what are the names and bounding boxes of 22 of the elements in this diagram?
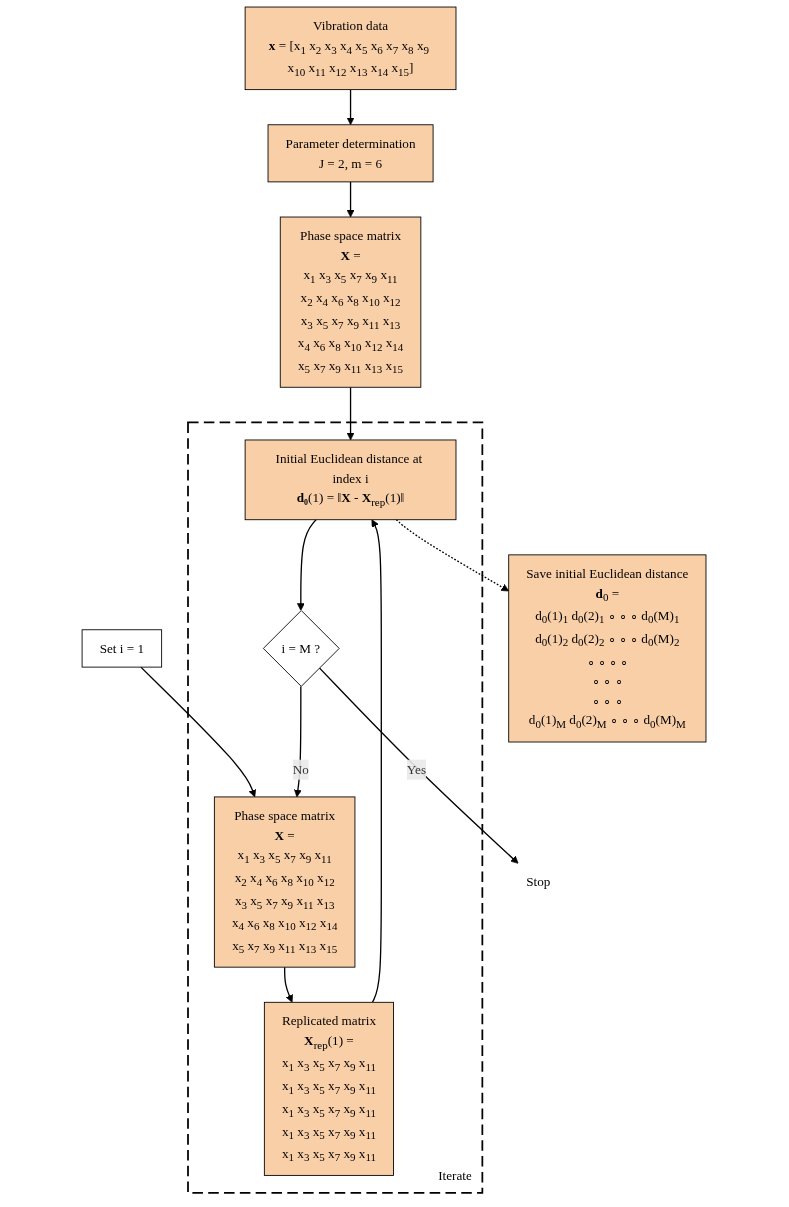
node-box: Set i = 1 bbox=[82, 629, 163, 668]
arrow bbox=[396, 519, 510, 592]
arrow bbox=[294, 685, 303, 798]
arrow bbox=[347, 386, 355, 441]
node-box: Initial Euclidean distance at index i d₀(1) = ‖X - X$_{rep}$(1)‖ bbox=[245, 439, 457, 521]
arrow bbox=[297, 519, 318, 611]
edge-label: No bbox=[293, 762, 310, 777]
node-box: Phase space matrix X = x$_{1}$ x$_{3}$ x$_{5}$ x$_{7}$ x$_{9}$ x$_{11}$ x$_{2}$ x$_{4}$ x$_{6}$ x$_{8}$ x$_{10}$ x$_{12}$ x$_{3}$ x$_{5}$ x$_{7}$ x$_{9}$ x$_{11}$ x$_{13}$ x$_{4}$ x$_{6}$ x$_{8}$ x$_{10}$ x$_{12}$ x$_{14}$ x$_{5}$ x$_{7}$ x$_{9}$ x$_{11}$ x$_{13}$ x$_{15}$ bbox=[214, 796, 356, 968]
edge-label: Yes bbox=[407, 762, 427, 777]
arrow bbox=[284, 966, 294, 1003]
arrow bbox=[347, 181, 355, 218]
node-box: Vibration data x = [x$_{1}$ x$_{2}$ x$_{3}$ x$_{4}$ x$_{5}$ x$_{6}$ x$_{7}$ x$_{8}$ x$_{9}$ x$_{10}$ x$_{11}$ x$_{12}$ x$_{13}$ x$_{14}$ x$_{15}$] bbox=[245, 6, 457, 91]
arrow bbox=[372, 519, 383, 1003]
arrow bbox=[347, 88, 355, 126]
node-box: Phase space matrix X = x$_{1}$ x$_{3}$ x$_{5}$ x$_{7}$ x$_{9}$ x$_{11}$ x$_{2}$ x$_{4}$ x$_{6}$ x$_{8}$ x$_{10}$ x$_{12}$ x$_{3}$ x$_{5}$ x$_{7}$ x$_{9}$ x$_{11}$ x$_{13}$ x$_{4}$ x$_{6}$ x$_{8}$ x$_{10}$ x$_{12}$ x$_{14}$ x$_{5}$ x$_{7}$ x$_{9}$ x$_{11}$ x$_{13}$ x$_{15}$ bbox=[280, 216, 422, 388]
arrow bbox=[319, 667, 519, 864]
node-box: Save initial Euclidean distance d$_{0}$ = d$_{0}$(1)$_{1}$ d$_{0}$(2)$_{1}$ ∘ ∘ ∘ d$_{0}$(M)$_{1}$ d$_{0}$(1)$_{2}$ d$_{0}$(2)$_{2}$ ∘ ∘ ∘ d$_{0}$(M)$_{2}$ ∘ ∘ ∘ ∘ ∘ ∘ ∘ ∘ ∘ ∘ d$_{0}$(1)$_{M}$ d$_{0}$(2)$_{M}$ ∘ ∘ ∘ d$_{0}$(M)$_{M}$ bbox=[508, 554, 707, 743]
node-text: Stop bbox=[526, 874, 551, 889]
arrow bbox=[140, 666, 257, 798]
node-diamond: i = M ? bbox=[263, 610, 341, 687]
node-box: Replicated matrix X$_{rep}$(1) = x$_{1}$ x$_{3}$ x$_{5}$ x$_{7}$ x$_{9}$ x$_{11}$ x$_{1}$ x$_{3}$ x$_{5}$ x$_{7}$ x$_{9}$ x$_{11}$ x$_{1}$ x$_{3}$ x$_{5}$ x$_{7}$ x$_{9}$ x$_{11}$ x$_{1}$ x$_{3}$ x$_{5}$ x$_{7}$ x$_{9}$ x$_{11}$ x$_{1}$ x$_{3}$ x$_{5}$ x$_{7}$ x$_{9}$ x$_{11}$ bbox=[264, 1001, 395, 1176]
node-box: Parameter determination J = 2, m = 6 bbox=[268, 124, 434, 183]
